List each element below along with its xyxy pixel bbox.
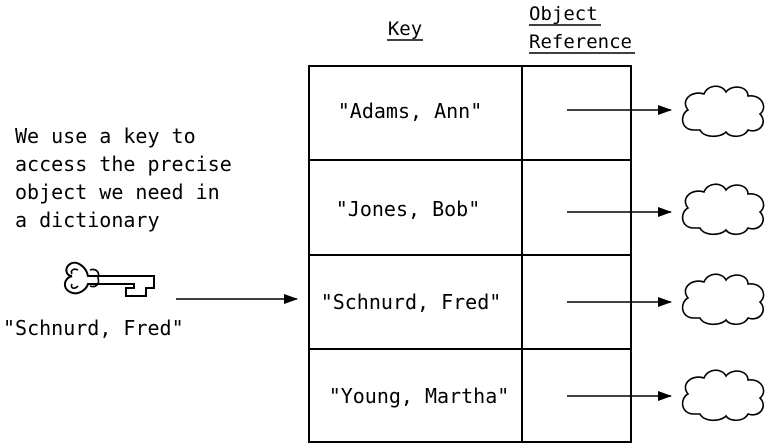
key-column-header: Key xyxy=(388,18,422,40)
explanation-line-1: We use a key to xyxy=(15,124,196,148)
cloud-icon xyxy=(681,273,765,326)
entry-key-young: "Young, Martha" xyxy=(329,384,510,408)
explanation-line-2: access the precise xyxy=(15,152,232,176)
entry-key-schnurd: "Schnurd, Fred" xyxy=(321,290,502,314)
key-icon xyxy=(64,261,155,297)
explanation-line-4: a dictionary xyxy=(15,208,160,232)
dictionary-table xyxy=(308,65,632,443)
lookup-key-label: "Schnurd, Fred" xyxy=(3,316,184,340)
explanation-note: We use a key to access the precise objec… xyxy=(15,124,232,232)
explanation-line-3: object we need in xyxy=(15,180,220,204)
cloud-icon xyxy=(681,85,765,138)
reference-column-header-line1: Object xyxy=(529,3,598,25)
entry-key-jones: "Jones, Bob" xyxy=(336,197,481,221)
cloud-icon xyxy=(681,369,765,422)
entry-key-adams: "Adams, Ann" xyxy=(338,99,483,123)
reference-column-header-line2: Reference xyxy=(529,31,632,53)
cloud-icon xyxy=(681,183,765,236)
